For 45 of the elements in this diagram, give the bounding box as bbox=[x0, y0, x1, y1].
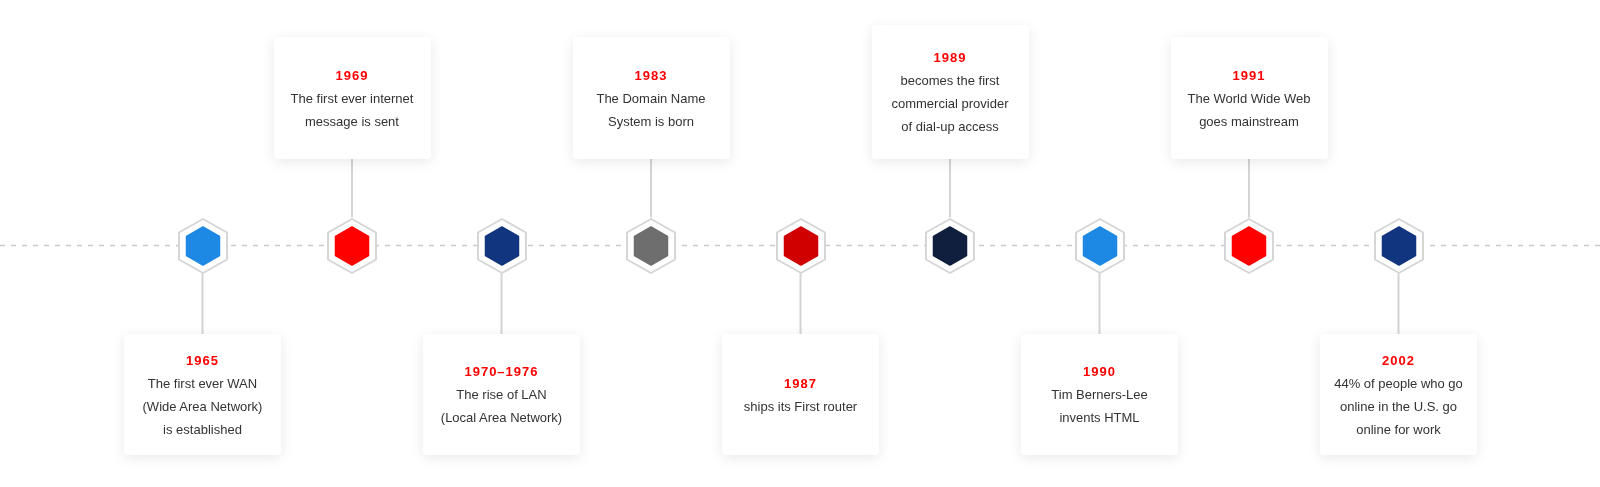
year-label: 1989 bbox=[933, 49, 967, 67]
event-description: becomes the first commercial provider of dial-up access bbox=[890, 72, 1010, 136]
event-card bbox=[423, 334, 580, 455]
connector-line bbox=[1098, 272, 1101, 335]
event-description: The rise of LAN (Local Area Network) bbox=[439, 386, 564, 427]
event-card bbox=[722, 334, 879, 455]
hexagon-marker bbox=[327, 217, 377, 274]
hexagon-marker bbox=[626, 217, 676, 274]
event-card bbox=[124, 334, 281, 455]
event-card bbox=[1170, 37, 1328, 159]
event-description: The World Wide Web goes mainstream bbox=[1186, 89, 1312, 131]
hexagon-marker bbox=[1373, 217, 1424, 274]
hexagon-marker bbox=[1074, 217, 1125, 274]
connector-line bbox=[201, 272, 204, 335]
year-label: 1970–1976 bbox=[464, 363, 539, 381]
connector-line bbox=[799, 272, 802, 335]
hexagon-marker bbox=[775, 217, 826, 274]
hexagon-marker bbox=[476, 217, 527, 274]
year-label: 1965 bbox=[186, 351, 219, 370]
connector-line bbox=[949, 158, 951, 219]
year-label: 1983 bbox=[634, 66, 668, 85]
hexagon-marker bbox=[177, 217, 228, 274]
connector-line bbox=[351, 158, 353, 219]
event-card bbox=[572, 37, 730, 159]
event-description: The first ever internet message is sent bbox=[289, 89, 415, 131]
connector-line bbox=[1248, 158, 1250, 219]
event-card bbox=[1320, 334, 1477, 455]
event-card bbox=[871, 25, 1029, 159]
hexagon-marker bbox=[925, 217, 975, 274]
event-description: The first ever WAN (Wide Area Network) is established bbox=[141, 374, 264, 439]
event-card bbox=[273, 37, 431, 159]
connector-line bbox=[650, 158, 652, 219]
event-description: The Domain Name System is born bbox=[595, 89, 707, 131]
connector-line bbox=[1397, 272, 1400, 335]
event-description: ships its First router bbox=[743, 397, 858, 416]
event-description: Tim Berners-Lee invents HTML bbox=[1050, 386, 1149, 427]
event-description: 44% of people who go online in the U.S. go online for work bbox=[1333, 374, 1464, 439]
year-label: 2002 bbox=[1382, 351, 1415, 370]
year-label: 1987 bbox=[784, 374, 817, 393]
year-label: 1990 bbox=[1083, 363, 1116, 381]
event-card bbox=[1021, 334, 1178, 455]
hexagon-marker bbox=[1224, 217, 1274, 274]
connector-line bbox=[500, 272, 503, 335]
year-label: 1991 bbox=[1232, 66, 1266, 85]
year-label: 1969 bbox=[335, 66, 369, 85]
